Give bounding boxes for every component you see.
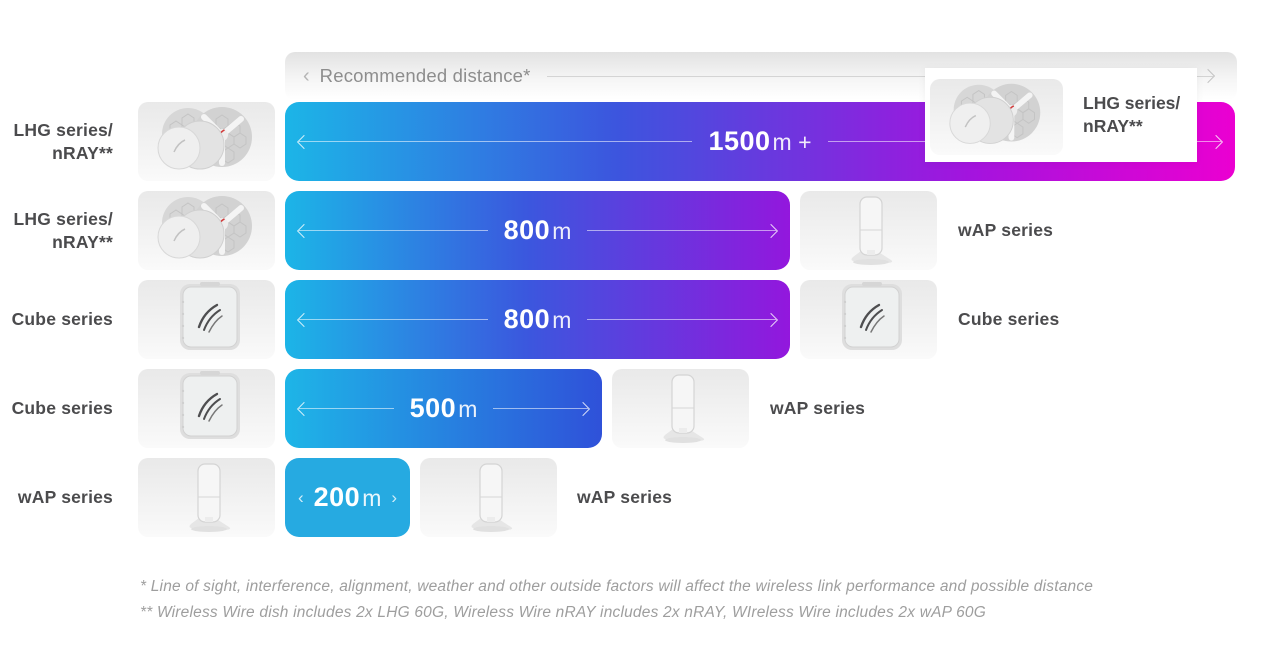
device-label-line: LHG series/ [1083,93,1181,114]
device-tile-left [138,102,275,181]
device-tile-left [138,191,275,270]
distance-value: 800 [503,215,551,245]
arrow-line-right [493,408,589,409]
distance-unit: m [362,485,382,511]
device-tile-right [930,79,1063,155]
arrow-line-left [299,230,488,231]
cube-icon [180,371,240,439]
device-label-line: wAP series [958,220,1054,241]
comparison-row: LHG series/ nRAY** [0,191,1275,270]
header-chevron-icon: ‹ [303,65,310,87]
footnote-2: ** Wireless Wire dish includes 2x LHG 60… [140,603,986,621]
distance-value: 500 [409,393,457,423]
wap-icon [471,463,513,532]
comparison-row: wAP series ‹ 200 m › [0,458,1275,537]
header-label: Recommended distance* [319,65,531,86]
device-label-left: wAP series [0,458,113,537]
device-label-right: wAP series [770,369,865,448]
device-label-left: Cube series [0,280,113,359]
cube-icon [180,282,240,350]
distance-bar-500m: 500 m [285,369,602,448]
device-label-left: LHG series/ nRAY** [0,191,113,270]
device-tile-right [800,280,937,359]
footnote-1: * Line of sight, interference, alignment… [140,578,1094,595]
device-label-line: LHG series/ [13,119,113,140]
device-label-line: wAP series [17,487,113,508]
distance-value: 200 [313,482,361,512]
device-label-right: Cube series [958,280,1059,359]
cube-icon [842,282,902,350]
device-label-line: nRAY** [52,142,113,163]
device-tile-right [612,369,749,448]
device-tile-right [420,458,557,537]
distance-unit: m [552,218,572,244]
lhg-dish-icon [157,196,252,259]
distance-label: 800 m [504,215,572,246]
device-label-left: LHG series/ nRAY** [0,102,113,181]
wap-icon [189,463,231,532]
arrow-line-left [299,141,693,142]
device-tile-left [138,458,275,537]
distance-unit: m [458,396,478,422]
wap-icon [663,374,705,443]
arrow-line-right [587,319,777,320]
device-label-line: nRAY** [52,231,113,252]
device-label-line: Cube series [11,309,113,330]
distance-label: 200 m [314,482,382,513]
device-label-right: LHG series/ nRAY** [1083,68,1180,162]
chevron-right-icon: › [391,488,398,507]
device-label-line: Cube series [11,398,113,419]
device-label-line: LHG series/ [13,208,113,229]
device-tile-right [800,191,937,270]
device-tile-left [138,280,275,359]
device-label-line: wAP series [770,398,866,419]
distance-bar-800m: 800 m [285,191,790,270]
chevron-left-icon: ‹ [297,488,304,507]
distance-unit: m + [772,129,812,155]
lhg-callout-card: LHG series/ nRAY** [925,68,1197,162]
distance-value: 800 [503,304,551,334]
comparison-row: Cube series 800 m [0,280,1275,359]
header-arrow-icon [546,75,1213,77]
distance-value: 1500 [708,126,771,156]
arrow-line-right [587,230,777,231]
lhg-dish-icon [949,83,1041,144]
distance-label: 500 m [410,393,478,424]
footnotes: * Line of sight, interference, alignment… [140,574,1093,625]
distance-bar-200m: ‹ 200 m › [285,458,410,537]
lhg-dish-icon [157,107,252,170]
wap-icon [851,196,893,265]
device-label-line: wAP series [577,487,673,508]
comparison-row: Cube series 500 m [0,369,1275,448]
distance-bar-800m: 800 m [285,280,790,359]
device-tile-left [138,369,275,448]
device-label-left: Cube series [0,369,113,448]
arrow-line-left [299,408,394,409]
device-label-line: nRAY** [1083,116,1143,136]
device-label-line: Cube series [958,309,1060,330]
distance-label: 1500 m + [708,126,811,157]
distance-label: 800 m [504,304,572,335]
distance-unit: m [552,307,572,333]
arrow-line-left [299,319,488,320]
device-label-right: wAP series [577,458,672,537]
device-label-right: wAP series [958,191,1053,270]
